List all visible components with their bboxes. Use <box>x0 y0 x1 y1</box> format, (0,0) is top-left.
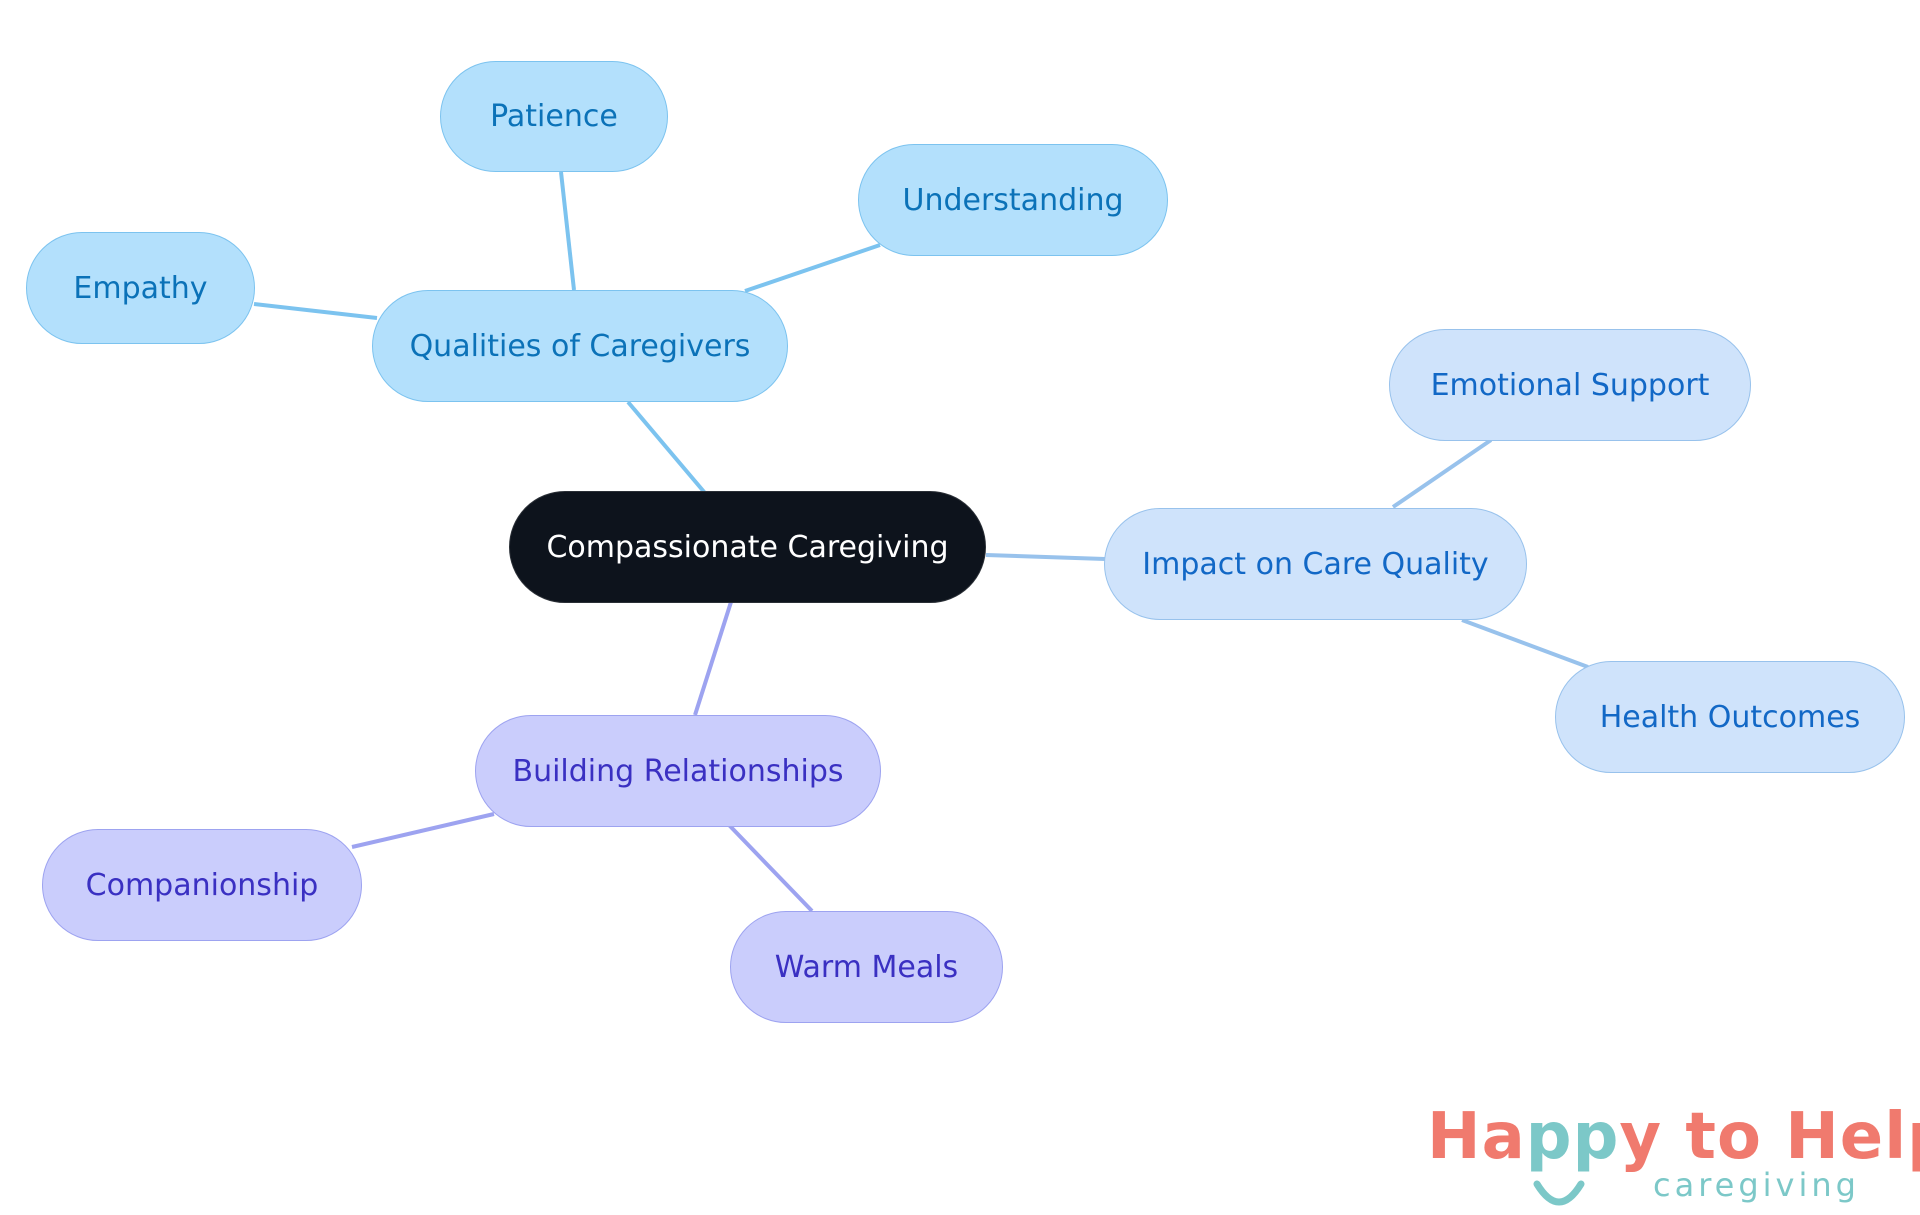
edge-qualities-patience <box>559 171 576 291</box>
edge-impact-emotional <box>1391 438 1493 509</box>
node-building-relationships: Building Relationships <box>475 715 881 827</box>
edge-relationships-meals <box>727 823 814 913</box>
edge-qualities-understanding <box>744 243 881 293</box>
node-warm-meals: Warm Meals <box>730 911 1003 1023</box>
logo-tagline: caregiving <box>1653 1166 1860 1204</box>
happy-to-help-logo: Happy to Help caregiving <box>1420 1100 1920 1210</box>
node-impact-on-care-quality: Impact on Care Quality <box>1104 508 1527 620</box>
smile-icon <box>1533 1180 1585 1206</box>
edge-relationships-companionship <box>351 812 495 849</box>
edge-impact-health <box>1461 618 1589 669</box>
node-health-outcomes: Health Outcomes <box>1555 661 1905 773</box>
edge-root-relationships <box>693 601 733 716</box>
edge-qualities-empathy <box>253 302 378 320</box>
node-qualities-of-caregivers: Qualities of Caregivers <box>372 290 788 402</box>
edge-root-impact <box>985 553 1106 561</box>
node-empathy: Empathy <box>26 232 255 344</box>
logo-wordmark: Happy to Help <box>1427 1100 1920 1174</box>
node-patience: Patience <box>440 61 668 172</box>
edge-root-qualities <box>626 400 707 495</box>
node-emotional-support: Emotional Support <box>1389 329 1751 441</box>
node-root: Compassionate Caregiving <box>509 491 986 603</box>
node-companionship: Companionship <box>42 829 362 941</box>
node-understanding: Understanding <box>858 144 1168 256</box>
